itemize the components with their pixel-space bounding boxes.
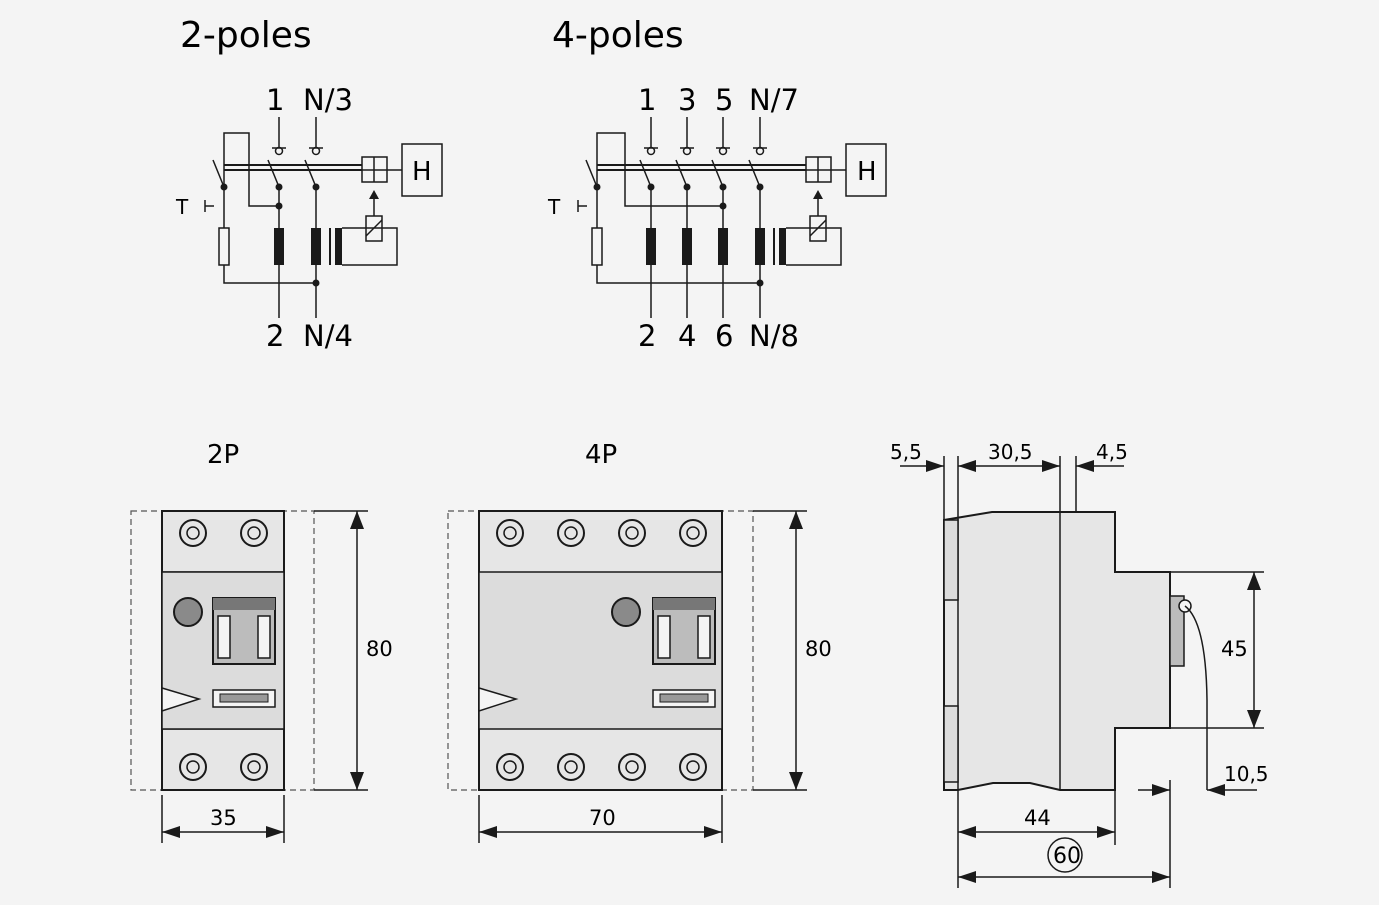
- side-view: 5,5 30,5 4,5 45 10,5 44 60: [890, 440, 1269, 888]
- terminal-2p-top-2: N/3: [303, 83, 353, 117]
- terminal-2p-top-1: 1: [266, 83, 284, 117]
- toggle-lever-2p: [212, 597, 276, 665]
- dim-top-mid: 30,5: [988, 440, 1033, 464]
- dim-total-depth: 60: [1053, 844, 1081, 869]
- schematic-2p: 2-poles 1 N/3 2 N/4 T H: [175, 15, 443, 353]
- toggle-lever-4p: [652, 597, 716, 665]
- front-2p-width: 35: [210, 806, 237, 830]
- front-4p-label: 4P: [585, 440, 617, 470]
- screw-terminals-2p: [179, 519, 268, 781]
- dim-right-offset: 10,5: [1224, 762, 1269, 786]
- front-4p-height: 80: [805, 637, 832, 661]
- test-button-4p: [611, 597, 641, 627]
- terminal-4p-bottom-4: N/8: [749, 319, 799, 353]
- front-view-4p: 4P: [447, 440, 832, 843]
- terminal-2p-bottom-2: N/4: [303, 319, 353, 353]
- terminal-4p-bottom-3: 6: [715, 319, 733, 353]
- front-2p-label: 2P: [207, 440, 239, 470]
- screw-terminals-4p: [496, 519, 707, 781]
- schematic-4p-title: 4-poles: [552, 15, 684, 56]
- dim-right-height: 45: [1221, 637, 1248, 661]
- device-label-4p: H: [857, 157, 877, 187]
- test-label-2p: T: [175, 195, 189, 219]
- terminal-4p-top-3: 5: [715, 83, 733, 117]
- terminal-4p-bottom-1: 2: [638, 319, 656, 353]
- dim-top-left: 5,5: [890, 440, 922, 464]
- terminal-2p-bottom-1: 2: [266, 319, 284, 353]
- toggle-lever-side: [1169, 595, 1208, 790]
- terminal-4p-top-4: N/7: [749, 83, 799, 117]
- terminal-4p-top-2: 3: [678, 83, 696, 117]
- front-4p-width: 70: [589, 806, 616, 830]
- schematic-4p: 4-poles 1 3 5 N/7 2 4 6 N/8 T H: [547, 15, 887, 353]
- wiring-4p: [577, 117, 887, 318]
- schematic-2p-title: 2-poles: [180, 15, 312, 56]
- terminal-4p-bottom-2: 4: [678, 319, 696, 353]
- dim-depth: 44: [1024, 806, 1051, 830]
- terminal-4p-top-1: 1: [638, 83, 656, 117]
- device-label-2p: H: [412, 157, 432, 187]
- wiring-2p: [204, 117, 443, 318]
- test-label-4p: T: [547, 195, 561, 219]
- dim-top-right: 4,5: [1096, 440, 1128, 464]
- test-button-2p: [173, 597, 203, 627]
- front-2p-height: 80: [366, 637, 393, 661]
- front-view-2p: 2P 35: [130, 440, 393, 843]
